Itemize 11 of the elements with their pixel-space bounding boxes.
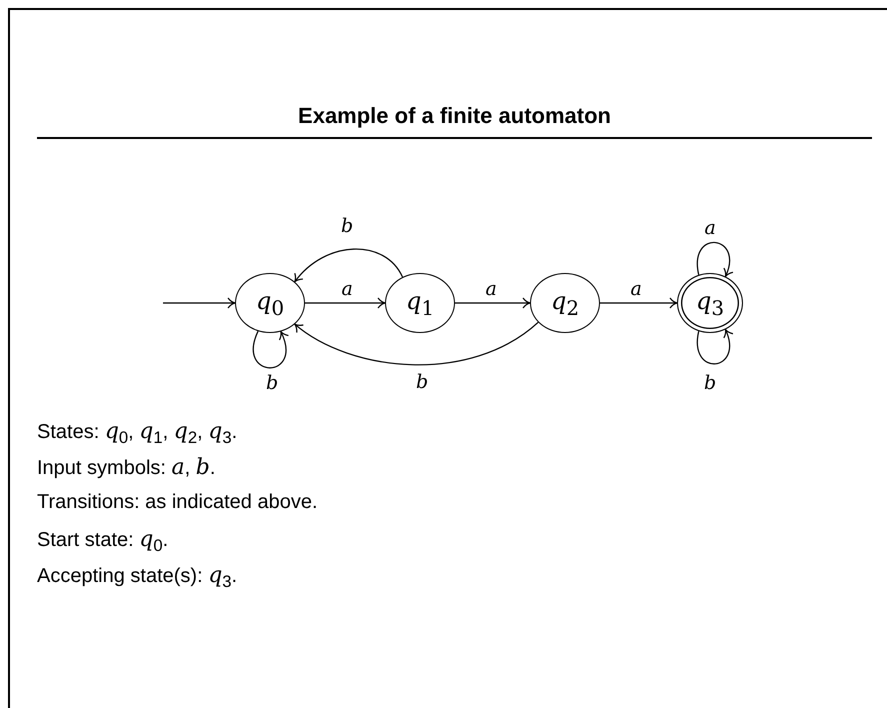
state-label: q$_{3}$ — [696, 286, 724, 320]
state-label: q$_{1}$ — [406, 286, 434, 320]
state-circle — [235, 273, 305, 333]
text-line: Accepting state(s): q$_{3}$. — [37, 563, 238, 592]
text-line: Transitions: as indicated above. — [37, 491, 318, 514]
text-line: Start state: q$_{0}$. — [37, 527, 168, 556]
state-label: q$_{0}$ — [256, 286, 284, 320]
text-line: States: q$_{0}$, q$_{1}$, q$_{2}$, q$_{3}$. — [37, 419, 238, 448]
state-label: q$_{2}$ — [550, 286, 580, 320]
title: Example of a finite automaton — [297, 103, 612, 129]
text-line: Input symbols: a, b. — [37, 455, 216, 480]
